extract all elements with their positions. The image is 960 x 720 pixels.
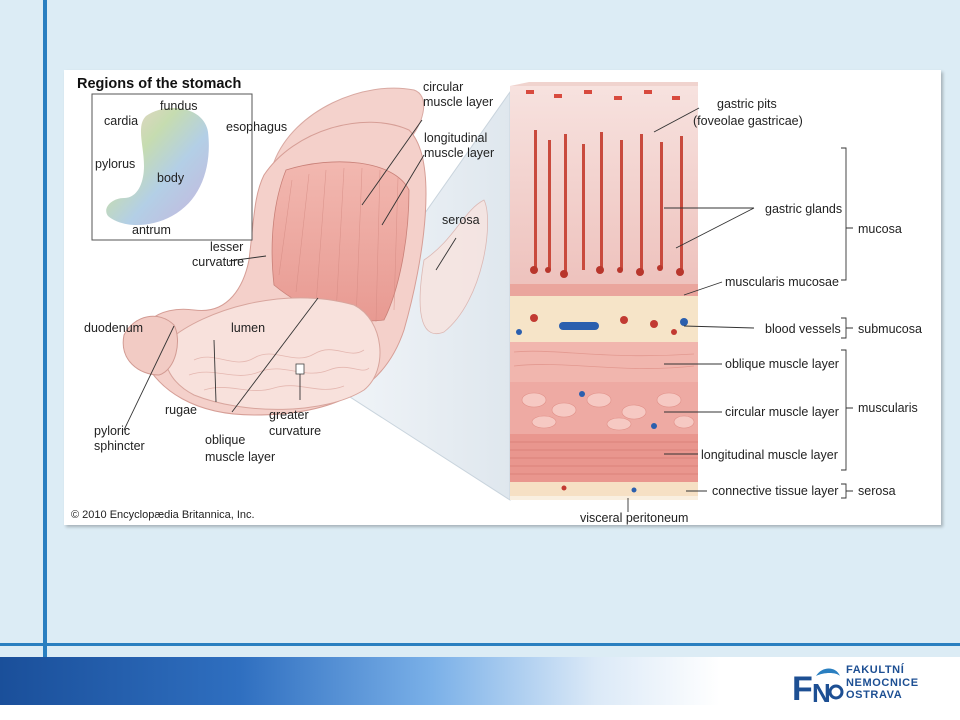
- label-fundus: fundus: [160, 99, 198, 113]
- label-submucosa: submucosa: [858, 322, 922, 336]
- label-longitudinal-muscle-2: muscle layer: [424, 146, 494, 160]
- label-gastric-glands: gastric glands: [765, 202, 842, 216]
- inset-title: Regions of the stomach: [77, 76, 241, 92]
- label-esophagus: esophagus: [226, 120, 287, 134]
- label-circular-muscle-1: circular: [423, 80, 463, 94]
- footer-divider-line: [0, 643, 960, 646]
- label-lesser-curvature-2: curvature: [192, 255, 244, 269]
- logo-line-1: FAKULTNÍ: [846, 664, 905, 676]
- logo-line-3: OSTRAVA: [846, 689, 903, 701]
- logo-line-2: NEMOCNICE: [846, 676, 919, 689]
- label-gastric-pits-2: (foveolae gastricae): [693, 114, 803, 128]
- label-greater-curvature-1: greater: [269, 408, 309, 422]
- label-circular-muscle-layer: circular muscle layer: [725, 405, 839, 419]
- label-pylorus: pylorus: [95, 157, 135, 171]
- label-serosa-stomach: serosa: [442, 213, 480, 227]
- label-longitudinal-muscle-layer: longitudinal muscle layer: [701, 448, 838, 462]
- label-oblique-muscle-layer: oblique muscle layer: [725, 357, 839, 371]
- label-gastric-pits-1: gastric pits: [717, 97, 777, 111]
- label-oblique-muscle-2: muscle layer: [205, 450, 275, 464]
- footer-gradient-band: [0, 657, 960, 705]
- label-greater-curvature-2: curvature: [269, 424, 321, 438]
- stomach-diagram-card: Regions of the stomach fundus cardia pyl…: [64, 70, 941, 525]
- label-circular-muscle-2: muscle layer: [423, 95, 493, 109]
- left-accent-line: [43, 0, 47, 720]
- logo-wordmark: FAKULTNÍ NEMOCNICE OSTRAVA: [846, 664, 919, 702]
- leader-lines: [123, 107, 853, 512]
- label-duodenum: duodenum: [84, 321, 143, 335]
- svg-text:F: F: [792, 670, 813, 706]
- label-blood-vessels: blood vessels: [765, 322, 841, 336]
- label-cardia: cardia: [104, 114, 138, 128]
- label-serosa-section: serosa: [858, 484, 896, 498]
- label-muscularis: muscularis: [858, 401, 918, 415]
- label-longitudinal-muscle-1: longitudinal: [424, 131, 487, 145]
- label-antrum: antrum: [132, 223, 171, 237]
- label-muscularis-mucosae: muscularis mucosae: [725, 275, 839, 289]
- label-rugae: rugae: [165, 403, 197, 417]
- stomach-illustration: [122, 87, 489, 416]
- footer-bottom-strip: [0, 705, 960, 720]
- label-lumen: lumen: [231, 321, 265, 335]
- inset-stomach-shape: [106, 108, 209, 225]
- stomach-diagram: Regions of the stomach fundus cardia pyl…: [71, 76, 922, 525]
- copyright-notice: © 2010 Encyclopædia Britannica, Inc.: [71, 509, 255, 521]
- tissue-cross-section: [510, 82, 698, 500]
- label-pyloric-sphincter-2: sphincter: [94, 439, 145, 453]
- label-oblique-muscle-1: oblique: [205, 433, 245, 447]
- svg-text:N: N: [812, 678, 831, 706]
- label-pyloric-sphincter-1: pyloric: [94, 424, 130, 438]
- label-visceral-peritoneum: visceral peritoneum: [580, 511, 688, 525]
- label-connective-tissue-layer: connective tissue layer: [712, 484, 838, 498]
- fno-logo-icon: F N: [792, 668, 844, 706]
- label-lesser-curvature-1: lesser: [210, 240, 243, 254]
- label-body: body: [157, 171, 185, 185]
- label-mucosa: mucosa: [858, 222, 902, 236]
- regions-inset: [91, 93, 253, 241]
